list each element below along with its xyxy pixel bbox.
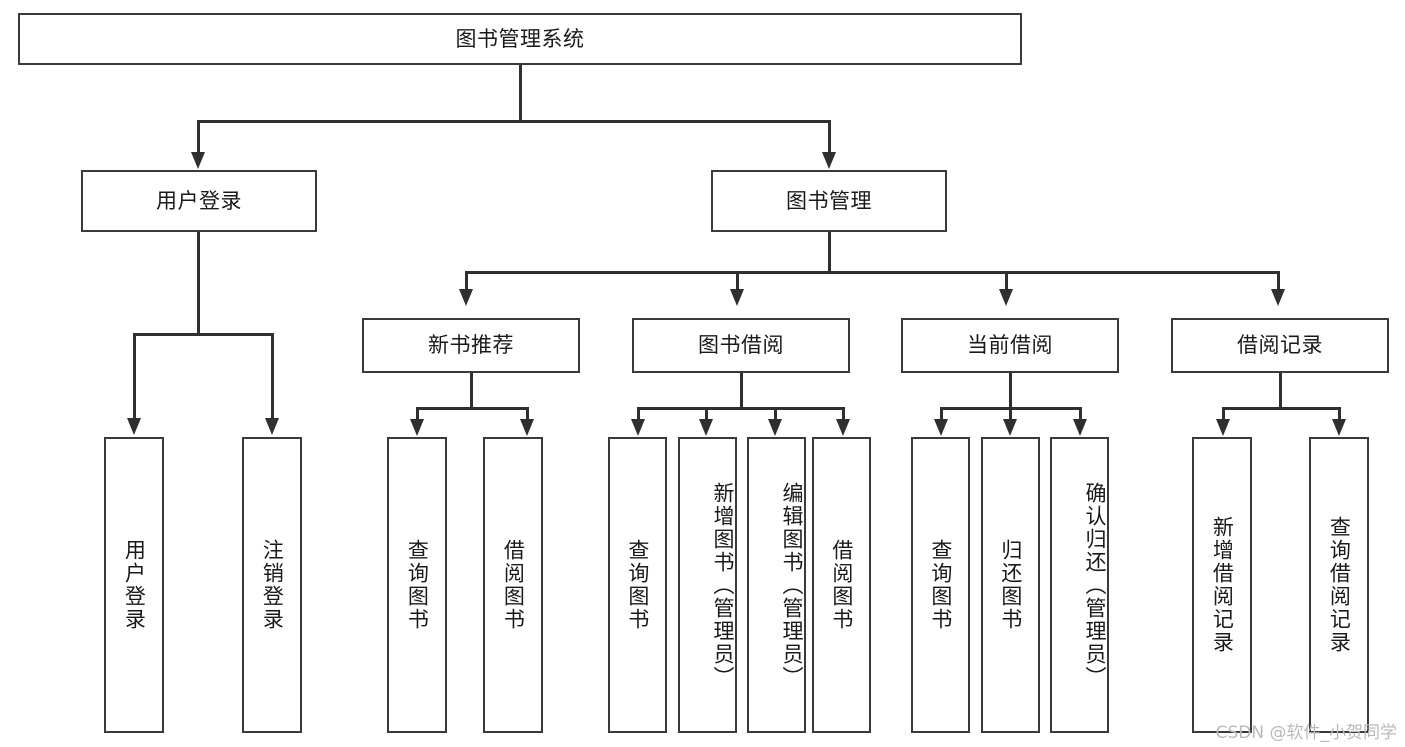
connector-new-book-leaf-1	[416, 407, 419, 421]
node-current-borrow-label: 当前借阅	[967, 333, 1053, 358]
connector-root-to-user-login	[197, 120, 200, 154]
arrowhead-current-borrow-leaf-3	[1073, 419, 1087, 436]
arrowhead-new-book-leaf-1	[410, 419, 424, 436]
connector-current-borrow-leaf-2	[1009, 407, 1012, 421]
connector-user-login-to-leaf-1	[133, 333, 136, 420]
leaf-confirm-return-label: 确认归还（管理员）	[1083, 481, 1107, 689]
connector-new-book-bus	[416, 407, 526, 410]
leaf-borrow-book-2[interactable]: 借阅图书	[812, 437, 871, 733]
arrowhead-bm-to-book-borrow	[730, 289, 744, 306]
connector-user-login-stem	[197, 232, 200, 334]
connector-book-borrow-leaf-1	[637, 407, 640, 421]
connector-current-borrow-stem	[1009, 373, 1012, 409]
leaf-add-book-label: 新增图书（管理员）	[711, 481, 735, 689]
leaf-add-record[interactable]: 新增借阅记录	[1192, 437, 1252, 733]
node-book-management-label: 图书管理	[786, 188, 872, 213]
arrowhead-root-to-user-login	[191, 152, 205, 169]
connector-borrow-record-stem	[1279, 373, 1282, 409]
connector-new-book-stem	[470, 373, 473, 409]
connector-borrow-record-leaf-2	[1338, 407, 1341, 421]
leaf-query-book-2-label: 查询图书	[625, 539, 650, 631]
leaf-return-book[interactable]: 归还图书	[981, 437, 1040, 733]
node-new-book-recommend-label: 新书推荐	[428, 333, 514, 358]
connector-borrow-record-bus	[1222, 407, 1338, 410]
node-user-login-label: 用户登录	[156, 188, 242, 213]
arrowhead-borrow-record-leaf-2	[1332, 419, 1346, 436]
node-root-label: 图书管理系统	[455, 26, 585, 51]
arrowhead-new-book-leaf-2	[520, 419, 534, 436]
leaf-query-record-label: 查询借阅记录	[1327, 516, 1352, 654]
node-book-borrow-label: 图书借阅	[698, 333, 784, 358]
connector-bm-to-book-borrow	[736, 271, 739, 291]
csdn-watermark: CSDN @软件_小贺同学	[1215, 723, 1397, 743]
leaf-confirm-return[interactable]: 确认归还（管理员）	[1050, 437, 1109, 733]
leaf-query-book-1-label: 查询图书	[405, 539, 430, 631]
connector-user-login-to-leaf-2	[271, 333, 274, 420]
node-borrow-record[interactable]: 借阅记录	[1171, 318, 1389, 373]
node-book-management[interactable]: 图书管理	[711, 170, 947, 232]
connector-current-borrow-leaf-3	[1079, 407, 1082, 421]
arrowhead-current-borrow-leaf-1	[934, 419, 948, 436]
arrowhead-user-login-leaf-1	[127, 418, 141, 435]
leaf-query-record[interactable]: 查询借阅记录	[1309, 437, 1369, 733]
node-root-system[interactable]: 图书管理系统	[18, 13, 1022, 65]
leaf-user-login-label: 用户登录	[122, 539, 147, 631]
arrowhead-borrow-record-leaf-1	[1216, 419, 1230, 436]
connector-book-borrow-leaf-2	[705, 407, 708, 421]
arrowhead-user-login-leaf-2	[265, 418, 279, 435]
leaf-edit-book[interactable]: 编辑图书（管理员）	[747, 437, 806, 733]
node-borrow-record-label: 借阅记录	[1237, 333, 1323, 358]
arrowhead-book-borrow-leaf-1	[631, 419, 645, 436]
connector-root-bus	[197, 120, 830, 123]
leaf-logout-login[interactable]: 注销登录	[242, 437, 302, 733]
leaf-logout-login-label: 注销登录	[260, 539, 285, 631]
connector-current-borrow-leaf-1	[940, 407, 943, 421]
leaf-borrow-book-1[interactable]: 借阅图书	[483, 437, 543, 733]
arrowhead-bm-to-new-book	[459, 289, 473, 306]
leaf-query-book-1[interactable]: 查询图书	[387, 437, 447, 733]
arrowhead-current-borrow-leaf-2	[1003, 419, 1017, 436]
leaf-edit-book-label: 编辑图书（管理员）	[780, 481, 804, 689]
arrowhead-bm-to-borrow-record	[1271, 289, 1285, 306]
connector-bm-to-borrow-record	[1277, 271, 1280, 291]
arrowhead-root-to-book-management	[822, 152, 836, 169]
connector-bm-to-current-borrow	[1005, 271, 1008, 291]
connector-book-management-bus	[465, 271, 1280, 274]
connector-book-borrow-leaf-3	[774, 407, 777, 421]
leaf-add-book[interactable]: 新增图书（管理员）	[678, 437, 737, 733]
connector-root-to-book-management	[828, 120, 831, 154]
arrowhead-bm-to-current-borrow	[999, 289, 1013, 306]
leaf-return-book-label: 归还图书	[998, 539, 1023, 631]
connector-bm-to-new-book	[465, 271, 468, 291]
leaf-borrow-book-2-label: 借阅图书	[829, 539, 854, 631]
connector-book-borrow-stem	[740, 373, 743, 409]
arrowhead-book-borrow-leaf-3	[768, 419, 782, 436]
node-user-login[interactable]: 用户登录	[81, 170, 317, 232]
connector-borrow-record-leaf-1	[1222, 407, 1225, 421]
arrowhead-book-borrow-leaf-4	[836, 419, 850, 436]
leaf-borrow-book-1-label: 借阅图书	[501, 539, 526, 631]
leaf-user-login[interactable]: 用户登录	[104, 437, 164, 733]
connector-book-borrow-bus	[637, 407, 842, 410]
connector-book-management-stem	[828, 232, 831, 272]
arrowhead-book-borrow-leaf-2	[699, 419, 713, 436]
node-book-borrow[interactable]: 图书借阅	[632, 318, 850, 373]
leaf-query-book-3[interactable]: 查询图书	[911, 437, 970, 733]
leaf-query-book-3-label: 查询图书	[928, 539, 953, 631]
connector-user-login-bus	[133, 333, 271, 336]
connector-book-borrow-leaf-4	[842, 407, 845, 421]
connector-root-stem	[519, 65, 522, 121]
leaf-add-record-label: 新增借阅记录	[1210, 516, 1235, 654]
node-current-borrow[interactable]: 当前借阅	[901, 318, 1119, 373]
leaf-query-book-2[interactable]: 查询图书	[608, 437, 667, 733]
connector-new-book-leaf-2	[526, 407, 529, 421]
node-new-book-recommend[interactable]: 新书推荐	[362, 318, 580, 373]
